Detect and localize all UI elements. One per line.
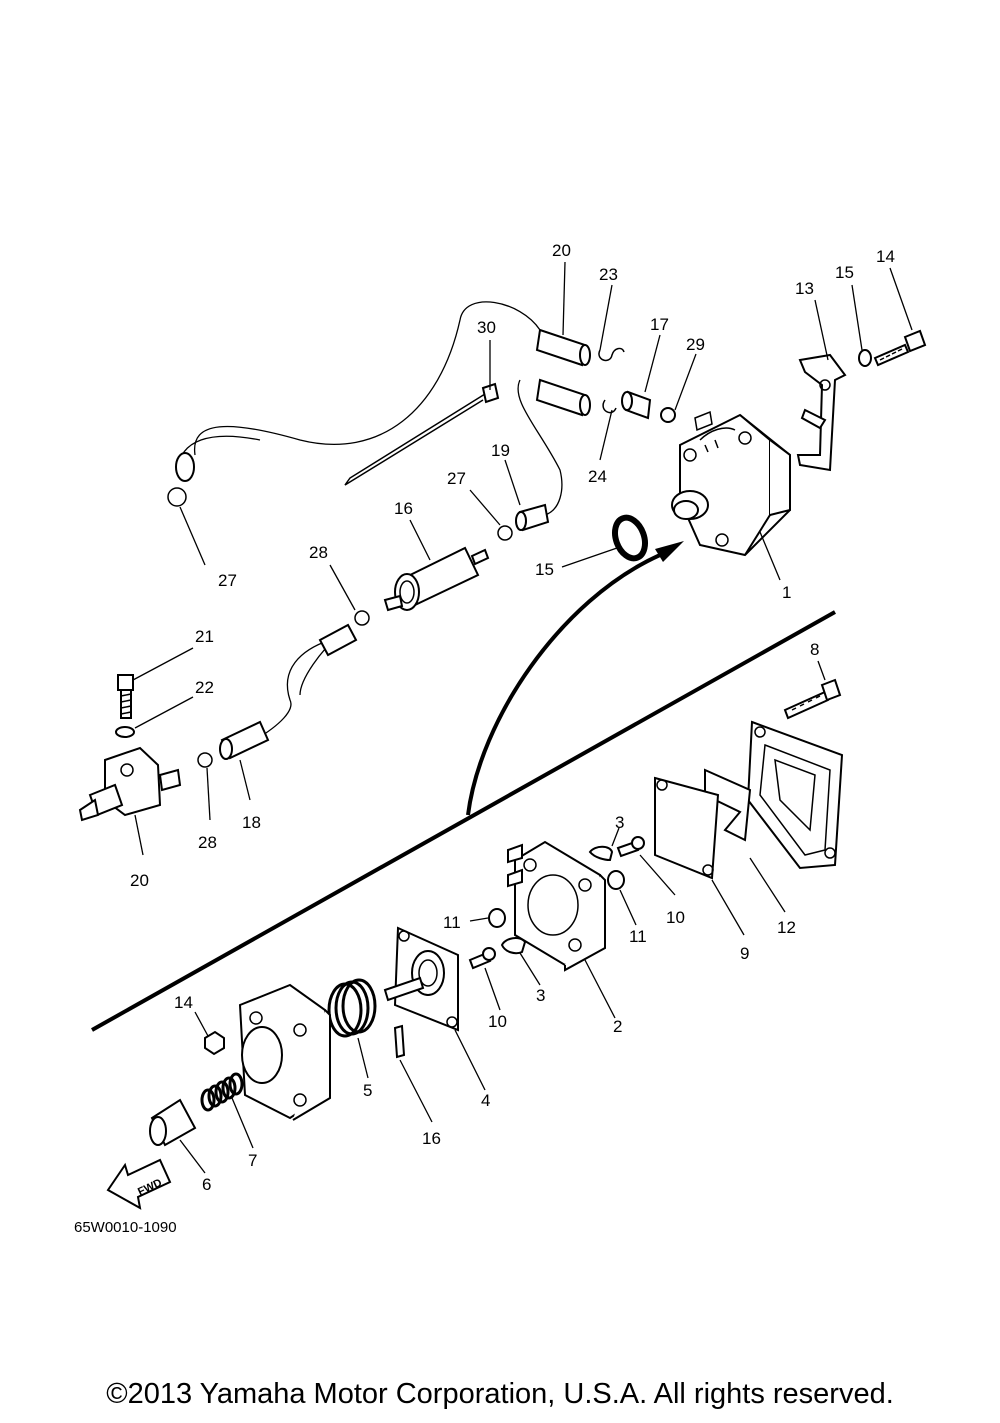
callout-labels: 20 23 17 29 30 13 15 14 24 19 27 16 27 2… (130, 241, 895, 1194)
hose-route-lower (254, 639, 331, 741)
callout: 20 (552, 241, 571, 260)
pump-body-2 (507, 840, 606, 972)
callout: 1 (782, 583, 791, 602)
callout: 12 (777, 918, 796, 937)
callout: 6 (202, 1175, 211, 1194)
hose-route-upper (193, 301, 541, 456)
callout: 21 (195, 627, 214, 646)
clip-28-a (167, 487, 187, 507)
copyright-notice: ©2013 Yamaha Motor Corporation, U.S.A. A… (106, 1378, 894, 1410)
cable-tie-30 (344, 382, 500, 486)
callout: 11 (629, 927, 647, 946)
spring-5 (327, 978, 377, 1038)
valve-24 (78, 746, 182, 822)
pin-14 (393, 1024, 406, 1059)
gasket-9 (654, 776, 720, 880)
divider-line (91, 610, 836, 1032)
callout: 3 (615, 813, 624, 832)
callout: 15 (835, 263, 854, 282)
bolt-25 (117, 674, 134, 719)
callout: 23 (599, 265, 618, 284)
hose-23 (535, 328, 591, 417)
callout: 18 (242, 813, 261, 832)
callout: 10 (666, 908, 685, 927)
callout: 14 (876, 247, 895, 266)
callout: 14 (174, 993, 193, 1012)
callout: 7 (248, 1151, 257, 1170)
callout: 19 (491, 441, 510, 460)
bracket (796, 353, 847, 472)
diaphragm-4 (383, 926, 459, 1032)
nut-11-lower (488, 908, 506, 928)
clip-29 (660, 407, 676, 423)
callout: 5 (363, 1081, 372, 1100)
washer-26 (115, 726, 135, 738)
check-valve-3-lower (500, 937, 527, 955)
callout: 27 (447, 469, 466, 488)
callout: 17 (650, 315, 669, 334)
callout: 8 (810, 640, 819, 659)
hose-route-mid (517, 379, 563, 516)
callout: 13 (795, 279, 814, 298)
callout: 15 (535, 560, 554, 579)
cover-12 (746, 720, 844, 870)
clip-28-b (497, 525, 513, 541)
bolt-17 (873, 329, 927, 367)
drawing-code: 65W0010-1090 (74, 1219, 177, 1236)
callout: 11 (443, 913, 461, 932)
callout: 16 (394, 499, 413, 518)
connector-arrowhead (655, 541, 684, 562)
pump-cover-left (238, 983, 331, 1121)
hose-20 (621, 390, 652, 420)
clip-28-d (197, 752, 213, 768)
callout: 30 (477, 318, 496, 337)
nut-11-upper (607, 870, 625, 890)
callout: 22 (195, 678, 214, 697)
connector-curve (466, 553, 661, 816)
callout: 29 (686, 335, 705, 354)
callout: 9 (740, 944, 749, 963)
callout: 10 (488, 1012, 507, 1031)
clip-27-upper (598, 347, 625, 362)
hose-end-left (175, 452, 195, 482)
callout: 28 (198, 833, 217, 852)
plunger-6 (149, 1098, 197, 1147)
callout: 16 (422, 1129, 441, 1148)
clip-28-c (354, 610, 370, 626)
o-ring-15 (612, 514, 648, 562)
fuel-filter-19 (383, 546, 490, 612)
callout: 4 (481, 1091, 490, 1110)
callout: 27 (218, 571, 237, 590)
check-valve-3-upper (588, 845, 614, 862)
callout: 24 (588, 467, 607, 486)
fuel-pump-body (671, 413, 791, 557)
nut-13 (204, 1030, 225, 1056)
callout: 20 (130, 871, 149, 890)
callout: 2 (613, 1017, 622, 1036)
clip-27-lower (602, 399, 617, 414)
fwd-arrow: FWD (106, 1158, 172, 1210)
bolt-8 (783, 678, 842, 720)
callout: 28 (309, 543, 328, 562)
washer-18 (858, 349, 872, 367)
callout: 3 (536, 986, 545, 1005)
spring-7 (200, 1072, 244, 1112)
leader-lines (132, 261, 913, 1174)
